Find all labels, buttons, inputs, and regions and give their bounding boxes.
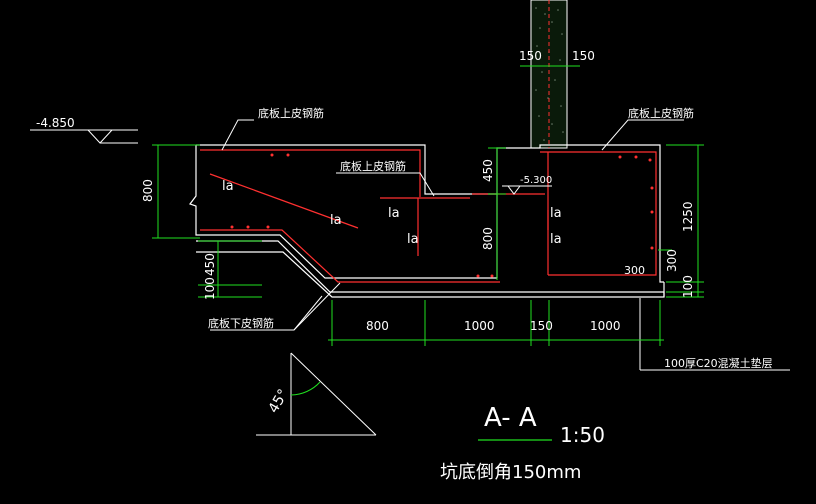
right-1250-dim: 1250 [681,201,695,232]
la-label-5: la [550,206,562,221]
elevation-pit-label: -5.300 [520,175,552,186]
right-100-dim: 100 [681,275,695,298]
wall-thickness-dims: 150 150 [519,49,595,67]
left-100-dim: 100 [203,277,217,300]
left-height-dim: 800 [141,179,155,202]
anchorage-labels: la la la la la la [222,179,562,247]
elevation-marker-pit: -5.300 [502,175,552,195]
la-label-4: la [407,232,419,247]
cushion-label: 100厚C20混凝土垫层 [664,356,773,370]
leader-lines [210,119,790,371]
left-450-dim: 450 [203,253,217,276]
wall-column [530,0,568,149]
elevation-marker-top: -4.850 [30,116,138,144]
la-label-1: la [222,179,234,194]
section-scale: 1:50 [560,423,605,447]
corner-300-dim: 300 [624,264,645,277]
bottom-dimensions [328,300,664,346]
la-label-2: la [330,213,342,228]
section-title-block: A- A 1:50 坑底倒角150mm [440,403,605,483]
bottom-1000a-dim: 1000 [464,319,495,333]
rebar-lines [200,149,657,283]
top-rebar-label-mid: 底板上皮钢筋 [340,159,406,173]
section-note: 坑底倒角150mm [440,462,581,483]
right-300-dim: 300 [665,249,679,272]
pit-800-dim: 800 [481,227,495,250]
left-dimensions [152,144,262,298]
la-label-6: la [550,232,562,247]
la-label-3: la [388,206,400,221]
rebar-dots [230,153,654,278]
top-rebar-label-right: 底板上皮钢筋 [628,106,694,120]
top-rebar-label-left: 底板上皮钢筋 [258,106,324,120]
section-title: A- A [484,403,537,433]
bottom-800-dim: 800 [366,319,389,333]
bottom-rebar-label: 底板下皮钢筋 [208,316,274,330]
elevation-top-label: -4.850 [36,116,75,130]
bottom-150-dim: 150 [530,319,553,333]
bottom-1000b-dim: 1000 [590,319,621,333]
pit-450-dim: 450 [481,159,495,182]
wall-right-dim: 150 [572,49,595,63]
wall-left-dim: 150 [519,49,542,63]
right-dimensions [658,144,704,298]
pit-dimensions [488,147,506,280]
